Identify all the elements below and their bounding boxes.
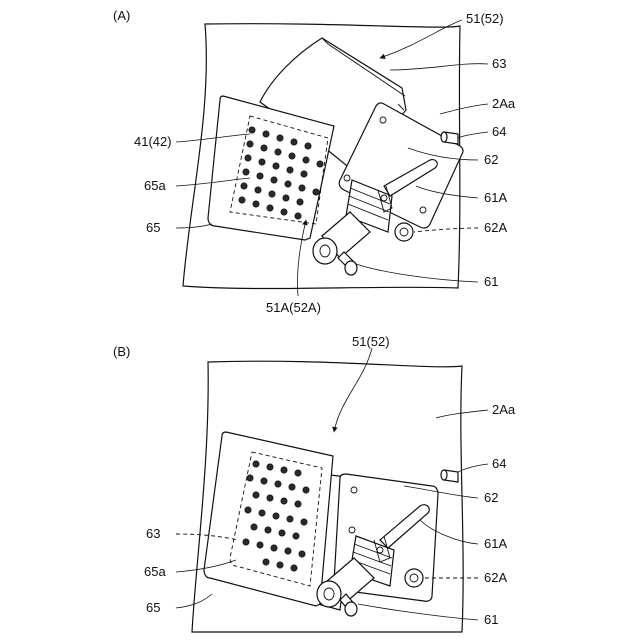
panel-a: (A) [113, 8, 516, 315]
label-51-52: 51(52) [352, 334, 390, 349]
label-2aa: 2Aa [492, 402, 516, 417]
label-41-42: 41(42) [134, 134, 172, 149]
label-61a: 61A [484, 190, 507, 205]
panel-plate-65 [204, 432, 333, 606]
label-62: 62 [484, 152, 498, 167]
label-65: 65 [146, 600, 160, 615]
label-61a: 61A [484, 536, 507, 551]
pin-64 [441, 132, 458, 144]
panel-b-tag: (B) [113, 344, 130, 359]
label-65a: 65a [144, 178, 166, 193]
pin-64 [441, 470, 458, 482]
label-2aa: 2Aa [492, 96, 516, 111]
panel-b: (B) [113, 334, 516, 632]
label-64: 64 [492, 124, 506, 139]
knob-62a [395, 223, 413, 241]
label-64: 64 [492, 456, 506, 471]
label-61: 61 [484, 274, 498, 289]
label-51-52: 51(52) [466, 11, 504, 26]
label-62a: 62A [484, 570, 507, 585]
label-61: 61 [484, 612, 498, 627]
label-51a-52a: 51A(52A) [266, 300, 321, 315]
label-62: 62 [484, 490, 498, 505]
label-62a: 62A [484, 220, 507, 235]
label-65a: 65a [144, 564, 166, 579]
label-63: 63 [146, 526, 160, 541]
label-63: 63 [492, 56, 506, 71]
panel-a-tag: (A) [113, 8, 130, 23]
knob-62a [405, 569, 423, 587]
label-65: 65 [146, 220, 160, 235]
